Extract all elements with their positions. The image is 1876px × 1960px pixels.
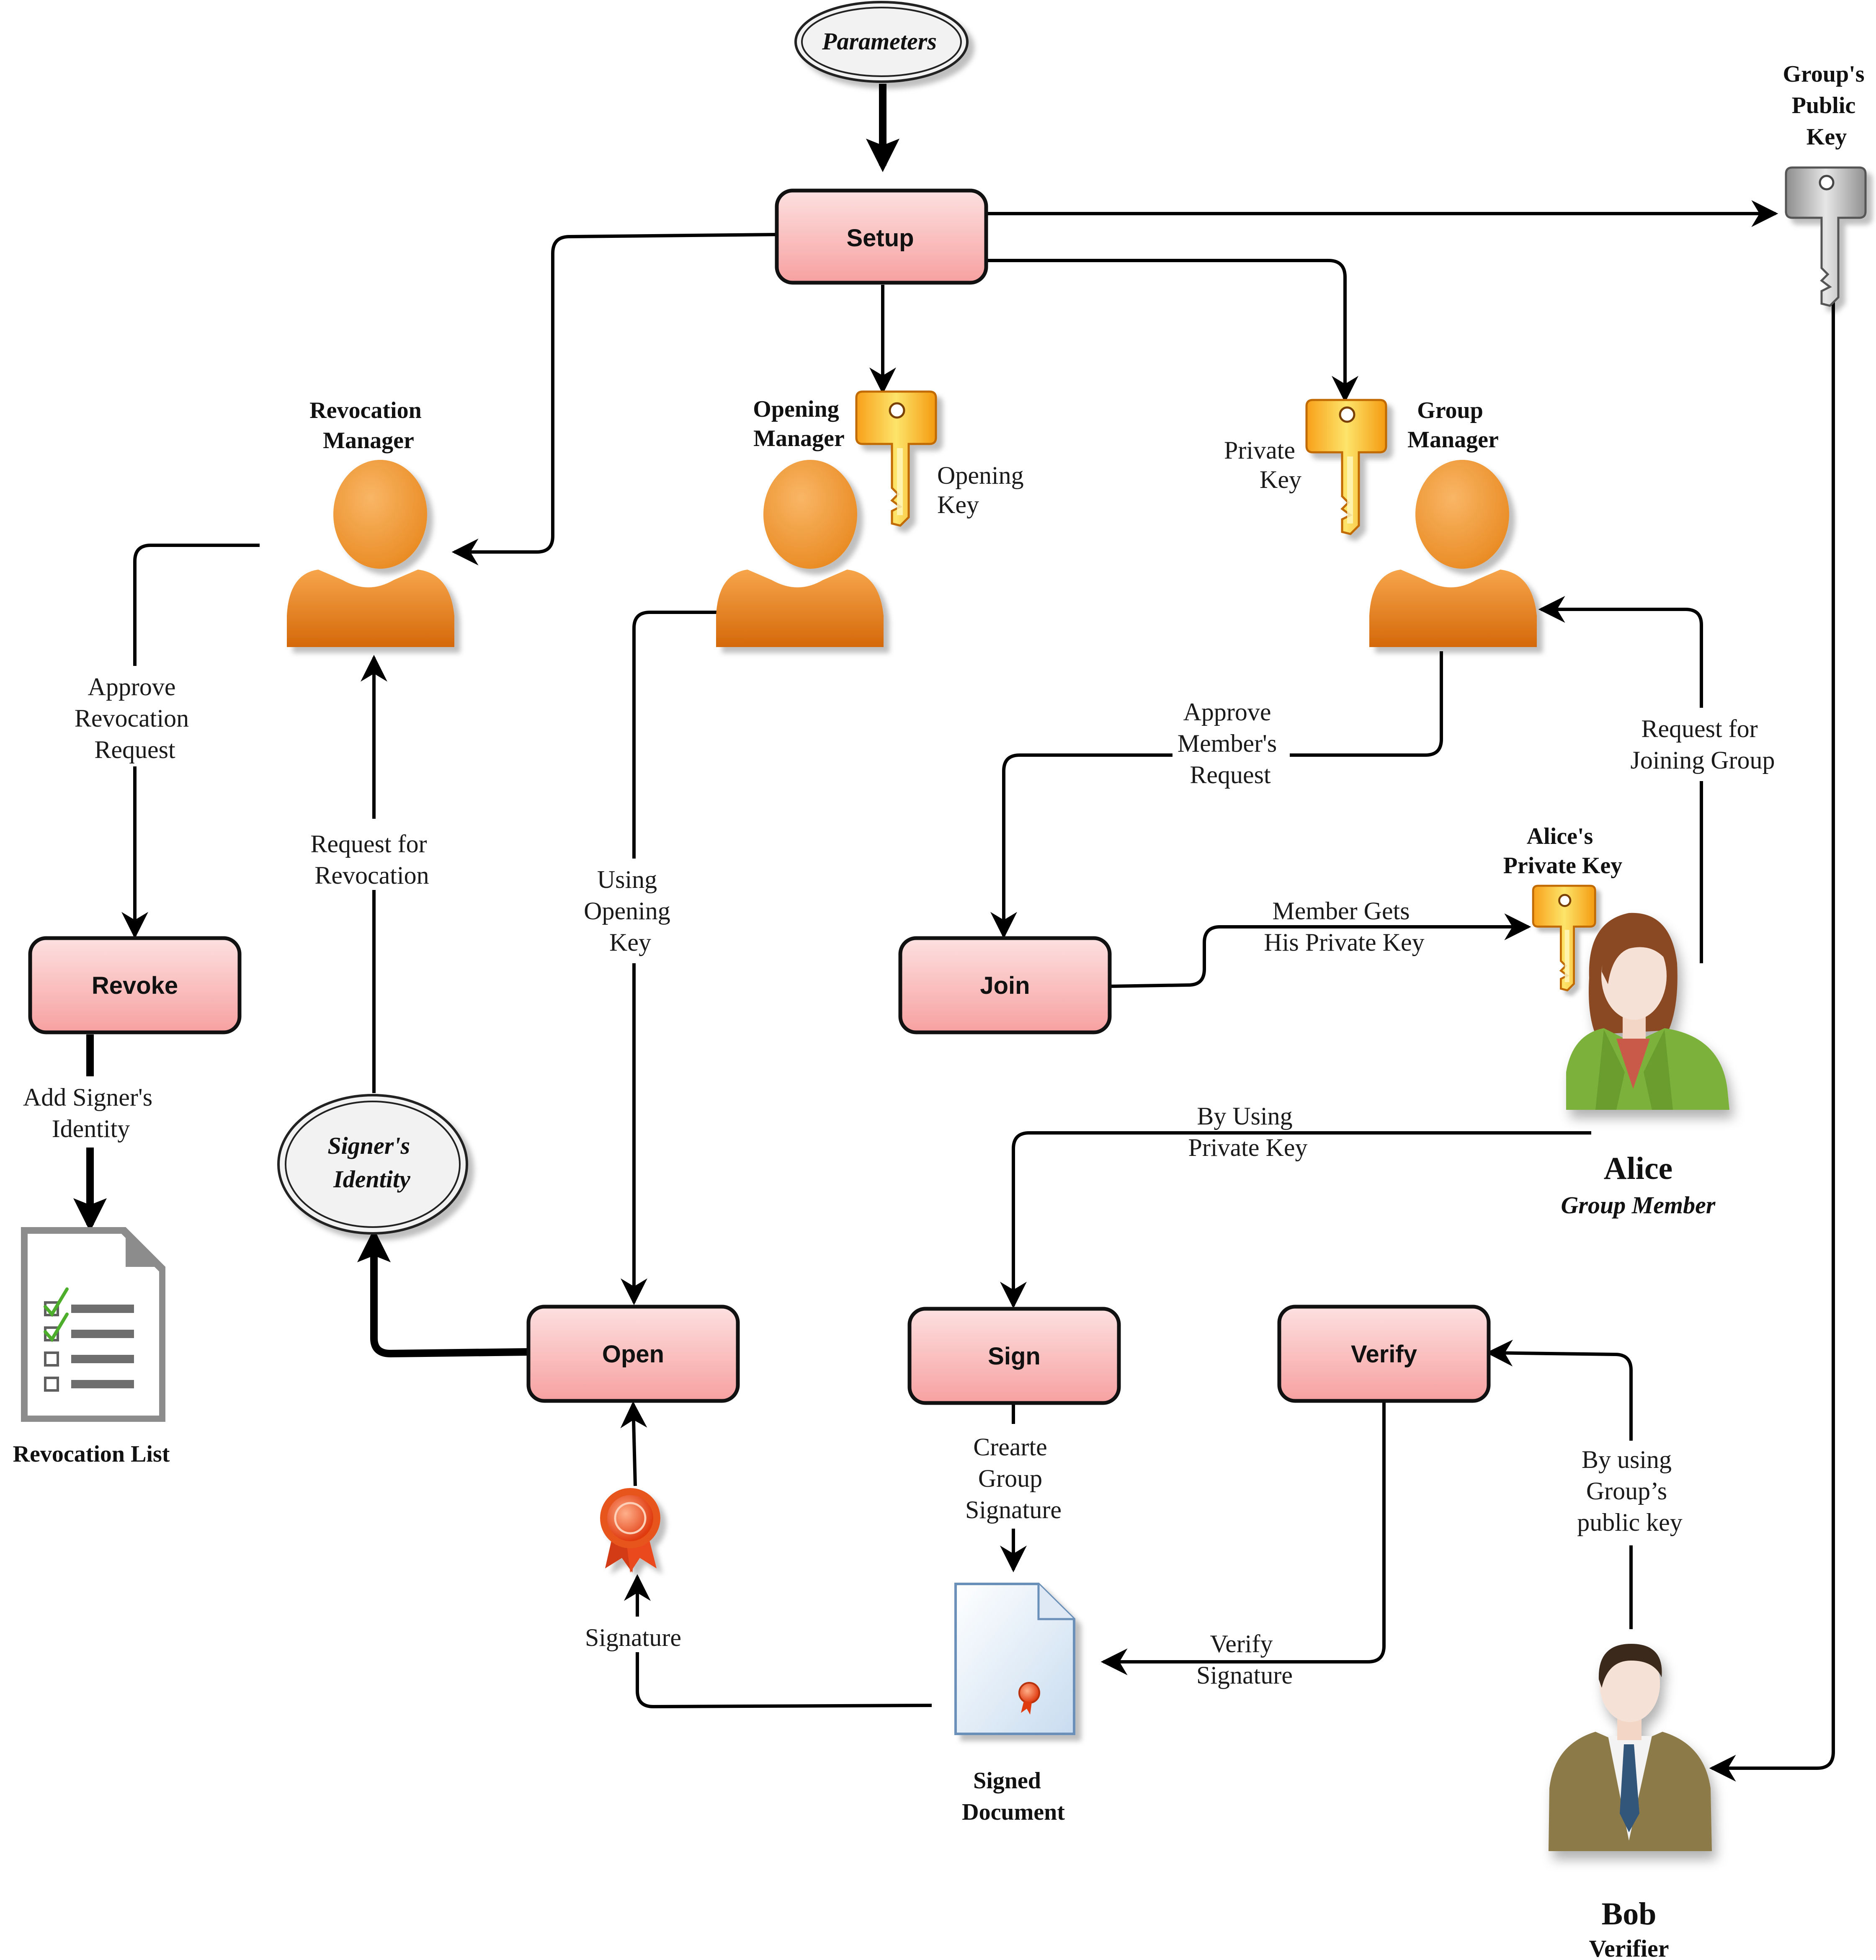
- edge-revocation-manager-revoke: [121, 544, 260, 939]
- person-icon: [716, 460, 884, 647]
- parameters-node: [794, 1, 969, 83]
- join-node: [898, 936, 1112, 1034]
- group-manager-label: Group Manager: [1407, 397, 1499, 453]
- private-key: Private Key: [1224, 399, 1387, 535]
- edge-open-identity: [357, 1229, 529, 1357]
- person-icon: [287, 460, 454, 647]
- setup-label: Setup: [846, 224, 914, 252]
- revoke-label: Revoke: [92, 972, 178, 999]
- opening-manager-label: Opening Manager: [753, 396, 845, 451]
- edge-join-alice-key: [1109, 913, 1531, 988]
- edge-public-key-bob: [1709, 302, 1835, 1782]
- label-member-gets-key: Member Gets His Private Key: [1264, 897, 1424, 956]
- label-approve-revocation: Approve Revocation Request: [75, 673, 195, 763]
- groups-public-key-label: Group's Public Key: [1783, 61, 1870, 150]
- edge-verify-document: [1100, 1402, 1386, 1675]
- edge-seal-open: [620, 1401, 647, 1486]
- sign-label: Sign: [988, 1343, 1041, 1370]
- alice-name: Alice: [1604, 1151, 1673, 1186]
- groups-public-key: Group's Public Key: [1783, 61, 1870, 307]
- edge-setup-revocation-manager: [451, 233, 777, 565]
- label-approve-members-request: Approve Member's Request: [1178, 698, 1283, 789]
- edge-alice-group-manager: [1538, 596, 1703, 963]
- opening-key-label: Opening Key: [937, 462, 1030, 518]
- parameters-label: Parameters: [822, 28, 937, 55]
- alice: Alice Group Member: [1561, 913, 1729, 1219]
- edge-alice-sign: [1000, 1131, 1591, 1309]
- key-icon: [1785, 166, 1867, 307]
- key-icon: [855, 390, 937, 527]
- label-signature: Signature: [585, 1624, 681, 1651]
- label-create-group-signature: Crearte Group Signature: [965, 1433, 1062, 1524]
- bob: Bob Verifier: [1549, 1644, 1712, 1960]
- process-nodes: Parameters Setup Revoke Join Open Sign V…: [28, 1, 1491, 1405]
- private-key-label: Private Key: [1224, 436, 1301, 493]
- opening-manager: Opening Manager: [716, 396, 884, 647]
- label-request-for-revocation: Request for Revocation: [310, 830, 433, 889]
- edge-setup-private-key: [986, 259, 1358, 403]
- signers-identity-label: Signer's Identity: [327, 1132, 416, 1193]
- checklist-document-icon: [21, 1227, 165, 1422]
- open-label: Open: [602, 1341, 664, 1368]
- key-icon: [1532, 885, 1596, 992]
- verify-label: Verify: [1351, 1341, 1417, 1368]
- alices-private-key: Alice's Private Key: [1503, 823, 1623, 992]
- label-add-signers-identity: Add Signer's Identity: [23, 1083, 159, 1142]
- edges: [73, 84, 1835, 1782]
- alice-role: Group Member: [1561, 1191, 1716, 1219]
- man-avatar-icon: [1549, 1644, 1712, 1851]
- setup-node: [775, 188, 988, 285]
- open-node: [526, 1305, 740, 1403]
- person-icon: [1369, 460, 1537, 647]
- edge-labels: Approve Revocation Request Add Signer's …: [15, 666, 1788, 1694]
- edge-bob-verify: [1486, 1339, 1633, 1629]
- sign-node: [907, 1307, 1121, 1405]
- signers-identity-node: [277, 1094, 468, 1235]
- revocation-manager-label: Revocation Manager: [309, 397, 428, 454]
- label-using-opening-key: Using Opening Key: [584, 866, 677, 956]
- label-verify-signature: Verify Signature: [1196, 1630, 1293, 1689]
- revocation-list-label: Revocation List: [13, 1441, 170, 1467]
- revoke-node: [28, 936, 242, 1034]
- woman-avatar-icon: [1566, 913, 1729, 1110]
- label-by-using-private-key: By Using Private Key: [1188, 1102, 1308, 1161]
- opening-key: Opening Key: [855, 390, 1030, 527]
- verify-node: [1277, 1305, 1491, 1403]
- edge-opening-manager-open: [621, 611, 720, 1305]
- signed-document-label: Signed Document: [962, 1768, 1065, 1825]
- revocation-list: Revocation List: [13, 1227, 170, 1467]
- bob-role: Verifier: [1589, 1935, 1669, 1960]
- group-manager: Group Manager: [1369, 397, 1537, 647]
- signed-document: Signed Document: [954, 1583, 1075, 1825]
- join-label: Join: [980, 972, 1030, 999]
- edge-document-seal: [624, 1574, 932, 1708]
- label-request-for-joining: Request for Joining Group: [1631, 715, 1775, 774]
- key-icon: [1305, 399, 1387, 535]
- revocation-manager: Revocation Manager: [287, 397, 454, 647]
- bob-name: Bob: [1602, 1896, 1657, 1932]
- document-icon: [954, 1583, 1075, 1735]
- signature-seal-icon: [600, 1488, 660, 1573]
- alices-private-key-label: Alice's Private Key: [1503, 823, 1623, 879]
- label-by-using-public-key: By using Group’s public key: [1577, 1446, 1683, 1536]
